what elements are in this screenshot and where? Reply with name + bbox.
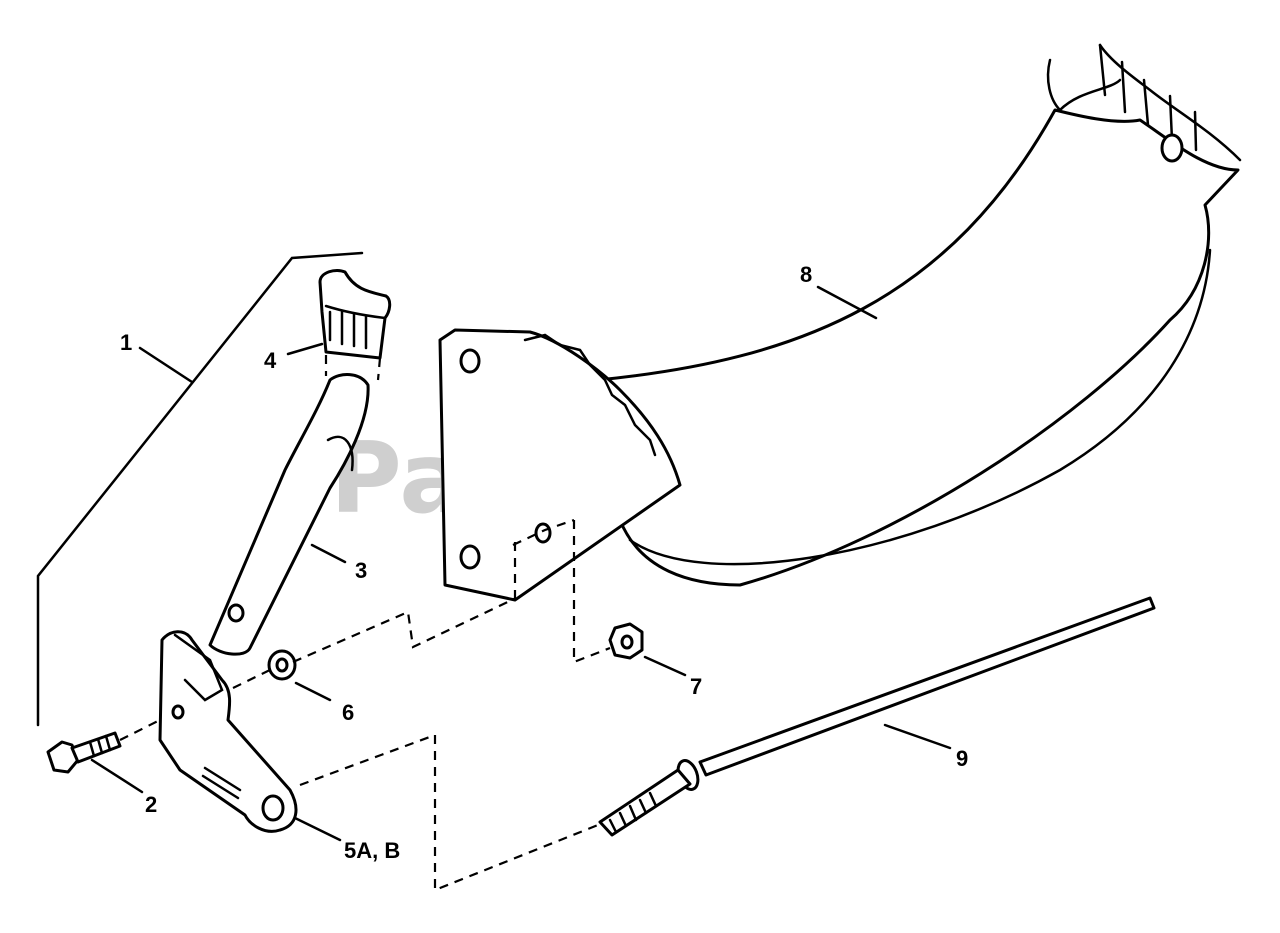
part-6-washer	[267, 649, 297, 681]
callout-5ab: 5A, B	[344, 838, 400, 863]
assembly-bracket-line	[36, 251, 364, 727]
callouts: 1 4 3 6 7 2 5A, B 8 9	[120, 262, 968, 863]
deflector-mount-plate	[438, 328, 682, 602]
callout-2: 2	[145, 792, 157, 817]
callout-8: 8	[800, 262, 812, 287]
callout-1: 1	[120, 330, 132, 355]
callout-9: 9	[956, 746, 968, 771]
callout-7: 7	[690, 674, 702, 699]
callout-4: 4	[264, 348, 277, 373]
part-3-shift-lever	[208, 373, 370, 656]
part-2-bolt	[46, 731, 122, 774]
part-7-nut	[608, 622, 644, 660]
assembly-dashed-lines	[119, 355, 611, 892]
callout-6: 6	[342, 700, 354, 725]
part-9-rod	[598, 596, 1156, 837]
part-4-handle-grip	[318, 268, 392, 360]
part-5-lever-bracket	[158, 630, 298, 833]
leader-lines	[90, 285, 952, 842]
part-8-deflector	[596, 43, 1242, 587]
callout-3: 3	[355, 558, 367, 583]
